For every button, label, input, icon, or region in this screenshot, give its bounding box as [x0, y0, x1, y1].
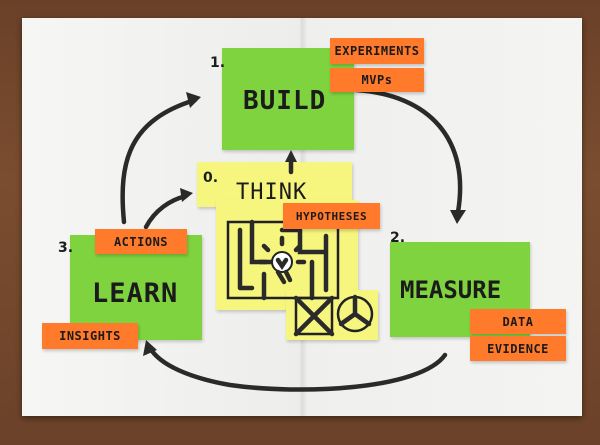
tag-actions: ACTIONS	[95, 229, 187, 254]
measure-number: 2.	[390, 230, 406, 246]
think-note-top	[197, 162, 352, 207]
tag-experiments: EXPERIMENTS	[330, 38, 424, 64]
think-note-small	[286, 290, 378, 340]
think-label: THINK	[236, 180, 308, 205]
tag-mvps: MVPs	[330, 68, 424, 92]
build-label: BUILD	[243, 86, 327, 116]
think-number: 0.	[203, 170, 219, 186]
tag-evidence: EVIDENCE	[470, 336, 566, 361]
measure-label: MEASURE	[400, 276, 502, 304]
learn-label: LEARN	[92, 278, 179, 309]
tag-data: DATA	[470, 309, 566, 334]
tag-hypotheses: HYPOTHESES	[283, 203, 380, 229]
build-number: 1.	[210, 55, 226, 71]
build-note	[222, 48, 354, 150]
tag-insights: INSIGHTS	[42, 323, 138, 349]
learn-number: 3.	[58, 240, 74, 256]
